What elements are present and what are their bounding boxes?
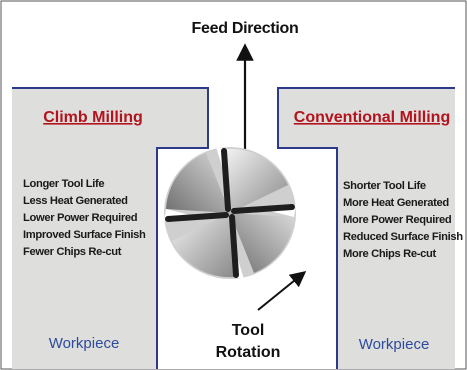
- list-item: Longer Tool Life: [23, 178, 104, 190]
- tool-rotation-label-line1: Tool: [232, 322, 265, 339]
- conventional-milling-heading: Conventional Milling: [294, 109, 450, 126]
- list-item: More Heat Generated: [343, 197, 449, 209]
- cutting-edge-horizontal-left: [165, 212, 229, 222]
- left-workpiece-label: Workpiece: [49, 335, 120, 352]
- right-workpiece-border: [277, 87, 455, 369]
- workpiece-region: [12, 88, 455, 369]
- list-item: Reduced Surface Finish: [343, 231, 463, 243]
- tool-rotation-label-line2: Rotation: [216, 344, 281, 361]
- flute-1: [226, 148, 288, 213]
- list-item: Lower Power Required: [23, 212, 138, 224]
- list-item: Fewer Chips Re-cut: [23, 246, 122, 258]
- list-item: Shorter Tool Life: [343, 180, 426, 192]
- end-mill-cross-section: [164, 147, 296, 279]
- cutting-edge-horizontal-right: [231, 204, 295, 214]
- right-workpiece-label: Workpiece: [359, 336, 430, 353]
- cutting-edge-vertical-bottom: [229, 214, 239, 278]
- list-item: Improved Surface Finish: [23, 229, 146, 241]
- flute-3: [172, 213, 234, 278]
- climb-milling-list: Longer Tool Life Less Heat Generated Low…: [23, 178, 146, 258]
- tool-rotation-arrow: [257, 270, 307, 311]
- flute-4: [166, 153, 230, 213]
- flute-2: [230, 213, 294, 273]
- left-workpiece-border: [12, 87, 209, 369]
- list-item: More Chips Re-cut: [343, 248, 437, 260]
- feed-direction-label: Feed Direction: [192, 20, 299, 37]
- list-item: Less Heat Generated: [23, 195, 128, 207]
- cutting-edge-vertical-top: [221, 148, 231, 212]
- list-item: More Power Required: [343, 214, 452, 226]
- climb-milling-heading: Climb Milling: [43, 109, 143, 126]
- conventional-milling-list: Shorter Tool Life More Heat Generated Mo…: [343, 180, 464, 260]
